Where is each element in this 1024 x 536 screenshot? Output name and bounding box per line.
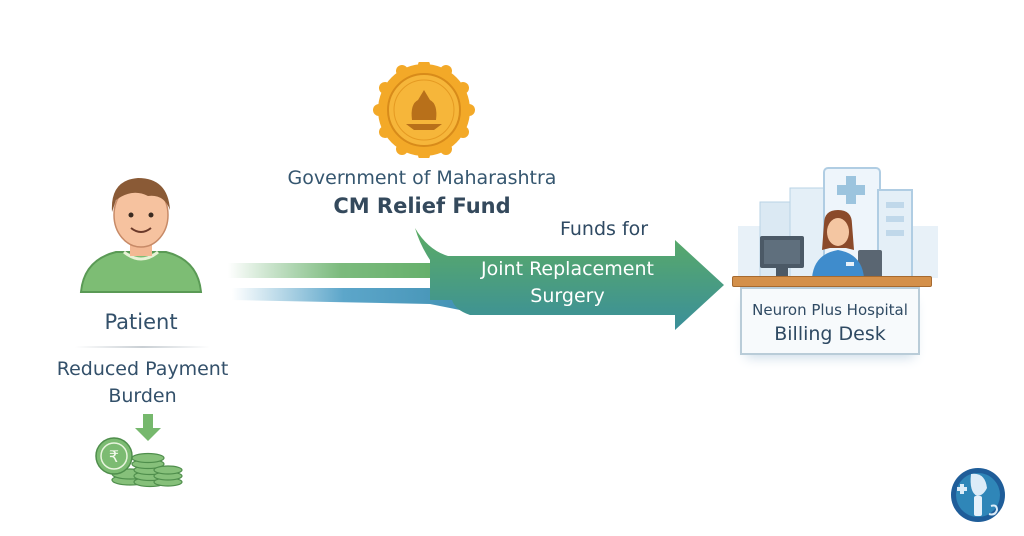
flow-label-line2: Surgery <box>530 285 605 307</box>
flow-label-line1: Joint Replacement <box>481 258 654 280</box>
divider <box>75 346 210 348</box>
desk-top <box>732 276 932 287</box>
svg-text:₹: ₹ <box>109 447 119 466</box>
billing-desk: Neuron Plus Hospital Billing Desk <box>740 287 920 355</box>
billing-desk-label: Billing Desk <box>774 323 886 345</box>
patient-label: Patient <box>104 310 178 334</box>
patient-avatar-icon <box>76 170 206 295</box>
arrow-down-icon <box>134 414 162 442</box>
fund-name: CM Relief Fund <box>333 194 511 218</box>
orthopedic-knee-logo-icon <box>947 466 1009 524</box>
maharashtra-seal-icon <box>372 59 476 161</box>
benefit-line2: Burden <box>108 385 177 407</box>
flow-caption: Funds for <box>560 218 649 240</box>
hospital-name: Neuron Plus Hospital <box>752 301 908 319</box>
billing-staff-icon <box>758 210 888 278</box>
coin-stack-icon: ₹ <box>92 436 184 488</box>
government-name: Government of Maharashtra <box>287 167 557 189</box>
benefit-line1: Reduced Payment <box>56 358 229 380</box>
